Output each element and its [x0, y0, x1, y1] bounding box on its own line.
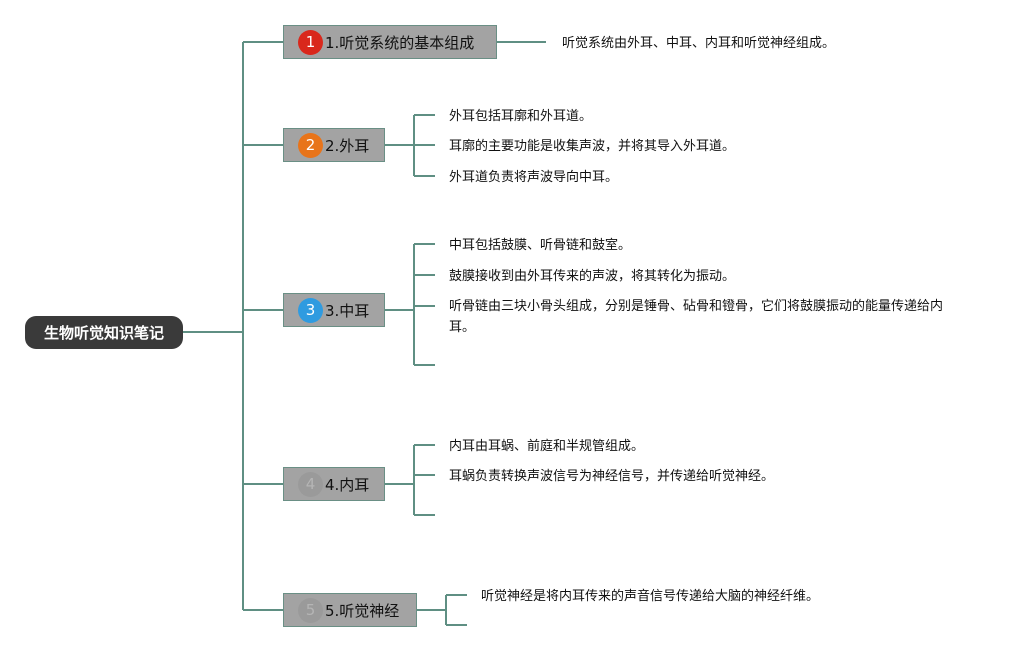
- topic-2-detail-2[interactable]: 耳廓的主要功能是收集声波，并将其导入外耳道。: [449, 139, 736, 154]
- topic-5-label: 5.听觉神经: [325, 601, 400, 620]
- badge-5-icon: 5: [298, 597, 323, 623]
- topic-3-detail-1[interactable]: 中耳包括鼓膜、听骨链和鼓室。: [449, 238, 632, 253]
- root-label: 生物听觉知识笔记: [43, 324, 164, 342]
- topic-1-node[interactable]: 1 1.听觉系统的基本组成: [283, 25, 497, 59]
- badge-2-icon: 2: [298, 132, 323, 158]
- topic-2-node[interactable]: 2 2.外耳: [283, 128, 385, 162]
- topic-5-detail-1[interactable]: 听觉神经是将内耳传来的声音信号传递给大脑的神经纤维。: [481, 589, 820, 604]
- topic-4-detail-1[interactable]: 内耳由耳蜗、前庭和半规管组成。: [449, 439, 645, 454]
- topic-2-label: 2.外耳: [325, 136, 370, 155]
- root-node[interactable]: 生物听觉知识笔记: [25, 316, 183, 349]
- topic-1-detail-1[interactable]: 听觉系统由外耳、中耳、内耳和听觉神经组成。: [562, 36, 836, 51]
- topic-3-node[interactable]: 3 3.中耳: [283, 293, 385, 327]
- topic-2-detail-3[interactable]: 外耳道负责将声波导向中耳。: [449, 170, 619, 185]
- badge-1-icon: 1: [298, 29, 323, 55]
- topic-4-label: 4.内耳: [325, 475, 370, 494]
- topic-5-node[interactable]: 5 5.听觉神经: [283, 593, 417, 627]
- topic-4-node[interactable]: 4 4.内耳: [283, 467, 385, 501]
- topic-3-label: 3.中耳: [325, 301, 370, 320]
- topic-3-detail-3[interactable]: 听骨链由三块小骨头组成，分别是锤骨、砧骨和镫骨，它们将鼓膜振动的能量传递给内耳。: [449, 299, 944, 335]
- badge-3-icon: 3: [298, 297, 323, 323]
- topic-2-detail-1[interactable]: 外耳包括耳廓和外耳道。: [449, 109, 593, 124]
- topic-3-detail-2[interactable]: 鼓膜接收到由外耳传来的声波，将其转化为振动。: [449, 269, 736, 284]
- topic-4-detail-2[interactable]: 耳蜗负责转换声波信号为神经信号，并传递给听觉神经。: [449, 469, 775, 484]
- badge-4-icon: 4: [298, 471, 323, 497]
- topic-1-label: 1.听觉系统的基本组成: [325, 33, 475, 52]
